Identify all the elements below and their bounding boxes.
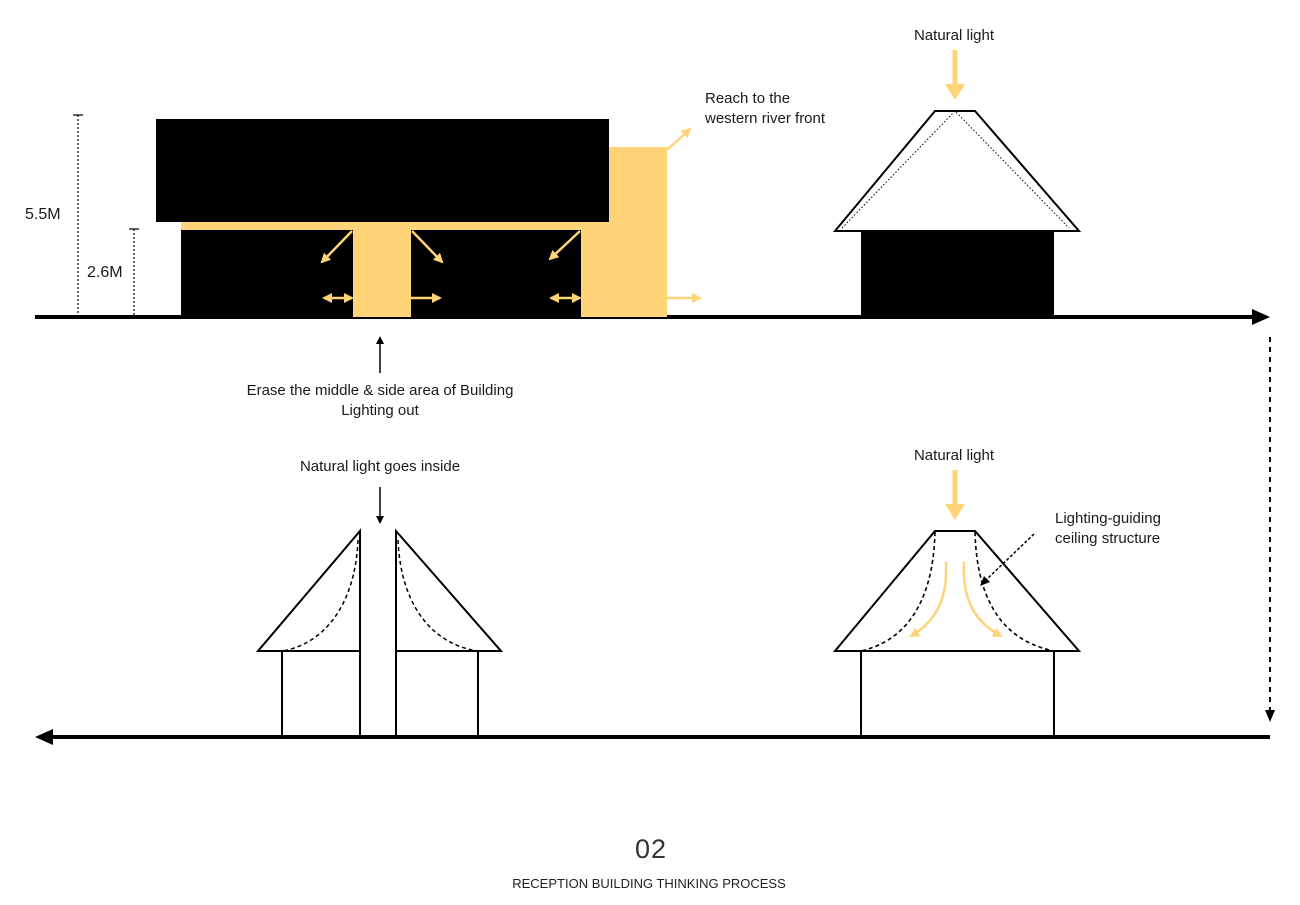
erase-note-line1: Erase the middle & side area of Building [246, 382, 514, 399]
erase-note-line2: Lighting out [341, 402, 419, 419]
split-house-section [255, 528, 504, 737]
dimension-5-5m-line [73, 114, 83, 317]
natural-light-label-bottom: Natural light [913, 447, 995, 464]
natural-light-arrow-bottom [945, 470, 965, 520]
page-title: RECEPTION BUILDING THINKING PROCESS [512, 876, 786, 891]
right-guiding-ceiling [974, 531, 1055, 652]
left-dashed-ceiling [281, 539, 359, 652]
light-inside-arrow [376, 487, 384, 524]
natural-light-arrow-top [945, 50, 965, 100]
dimension-2-6m-label: 2.6M [87, 264, 123, 281]
roof-outline-bottom [832, 530, 1082, 652]
yellow-middle-gap [353, 220, 411, 317]
erase-pointer-arrow [376, 336, 384, 373]
yellow-band [181, 220, 667, 232]
upper-volume [156, 119, 609, 222]
dimension-2-6m-line [129, 228, 139, 317]
roof-outline [832, 110, 1082, 232]
section-house-top [832, 110, 1082, 317]
dimension-5-5m-label: 5.5M [25, 206, 61, 223]
natural-light-label-top: Natural light [913, 27, 995, 44]
house-body-solid [861, 230, 1054, 317]
river-front-note-line1: Reach to the [705, 90, 791, 107]
right-dashed-ceiling [397, 539, 479, 652]
ceiling-note-line1: Lighting-guiding [1055, 510, 1161, 527]
ceiling-note-line2: ceiling structure [1055, 530, 1161, 547]
ceiling-pointer-arrow [980, 533, 1035, 586]
process-connector-arrow [1265, 337, 1275, 722]
light-inside-label: Natural light goes inside [299, 458, 461, 475]
left-half-roof [255, 528, 361, 652]
right-half-roof [395, 528, 504, 652]
light-out-arrows [320, 127, 702, 303]
river-front-note-line2: western river front [705, 110, 826, 127]
guided-ceiling-house [832, 530, 1082, 737]
lower-mid-volume [411, 230, 581, 317]
building-elevation [156, 119, 667, 317]
lower-left-volume [181, 230, 353, 317]
page-number: 02 [634, 834, 668, 864]
bottom-timeline-arrow [35, 729, 1270, 745]
guided-light-curves [909, 561, 1003, 638]
